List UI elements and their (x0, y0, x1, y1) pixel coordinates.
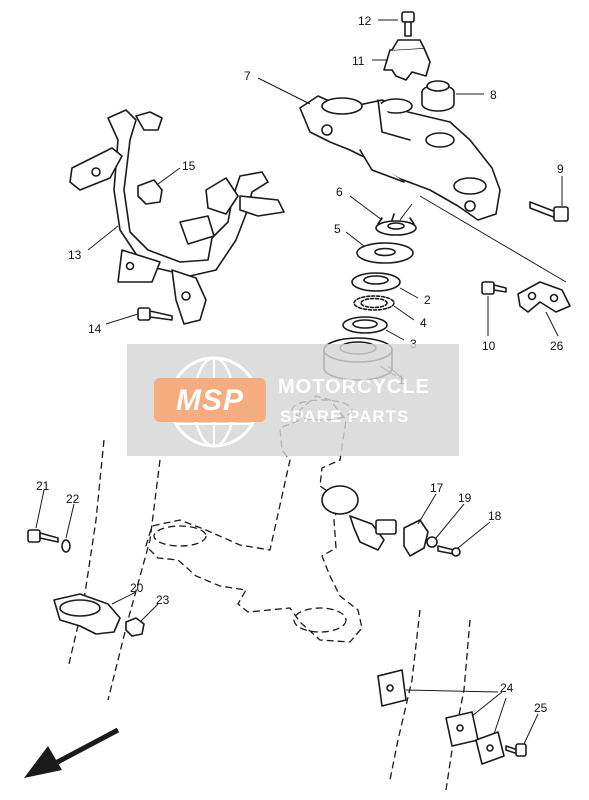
clamp-bolt-part (401, 11, 415, 37)
callout-19: 19 (458, 491, 472, 505)
ball-race-part (353, 295, 395, 311)
watermark-line2: SPARE PARTS (280, 407, 409, 426)
screw-18-part (437, 545, 461, 557)
bracket-24b-part (445, 711, 479, 747)
bolt-21-part (27, 529, 59, 543)
bolt-10-part (481, 281, 507, 295)
washer-part (356, 242, 414, 264)
callout-24: 24 (500, 681, 514, 695)
cable-guide-26-part (517, 281, 571, 313)
callout-4: 4 (420, 316, 427, 330)
grommet-part (137, 179, 163, 205)
callout-17: 17 (430, 481, 444, 495)
callout-11: 11 (352, 54, 365, 68)
fork-tube-left-ghost (67, 439, 161, 701)
callout-12: 12 (358, 14, 372, 28)
washer-22-part (61, 539, 71, 553)
callout-26: 26 (550, 339, 564, 353)
callout-14: 14 (88, 322, 102, 336)
callout-25: 25 (534, 701, 548, 715)
callout-5: 5 (334, 222, 341, 236)
callout-22: 22 (66, 492, 80, 506)
bracket-24a-part (377, 669, 407, 707)
msp-watermark: MSP MOTORCYCLE SPARE PARTS (127, 344, 459, 456)
handlebar-clamp-part (383, 39, 431, 81)
callout-9: 9 (557, 162, 564, 176)
callout-6: 6 (336, 185, 343, 199)
callout-23: 23 (156, 593, 170, 607)
bearing-cover-part (351, 272, 401, 292)
bracket-24c-part (475, 731, 505, 765)
cap-nut-part (421, 80, 455, 112)
callout-labels: 12 11 7 8 9 6 5 2 4 3 1 10 26 15 13 14 1… (36, 14, 564, 715)
msp-logo-text: MSP (176, 384, 244, 417)
bolt-25-part (505, 743, 527, 757)
pinch-bolt-part (529, 201, 569, 222)
callout-2: 2 (424, 293, 431, 307)
watermark-line1: MOTORCYCLE (278, 376, 430, 398)
msp-badge (154, 378, 266, 422)
upper-bracket-part (299, 95, 501, 221)
nut-23-part (125, 617, 145, 637)
callout-7: 7 (244, 69, 251, 83)
callout-15: 15 (182, 159, 196, 173)
washer-19-part (426, 536, 438, 548)
callout-18: 18 (488, 509, 502, 523)
callout-10: 10 (482, 339, 496, 353)
direction-arrow-icon (24, 727, 120, 778)
bolt-14-part (137, 307, 173, 321)
lock-cover-17-part (403, 519, 429, 557)
callout-20: 20 (130, 581, 144, 595)
callout-8: 8 (490, 88, 497, 102)
callout-13: 13 (68, 248, 82, 262)
bearing-race-part (342, 316, 388, 334)
steering-lock-part (321, 485, 397, 551)
callout-21: 21 (36, 479, 50, 493)
meter-bracket-part (69, 109, 285, 325)
clamp-20-part (53, 593, 121, 635)
ring-nut-part (375, 213, 417, 236)
